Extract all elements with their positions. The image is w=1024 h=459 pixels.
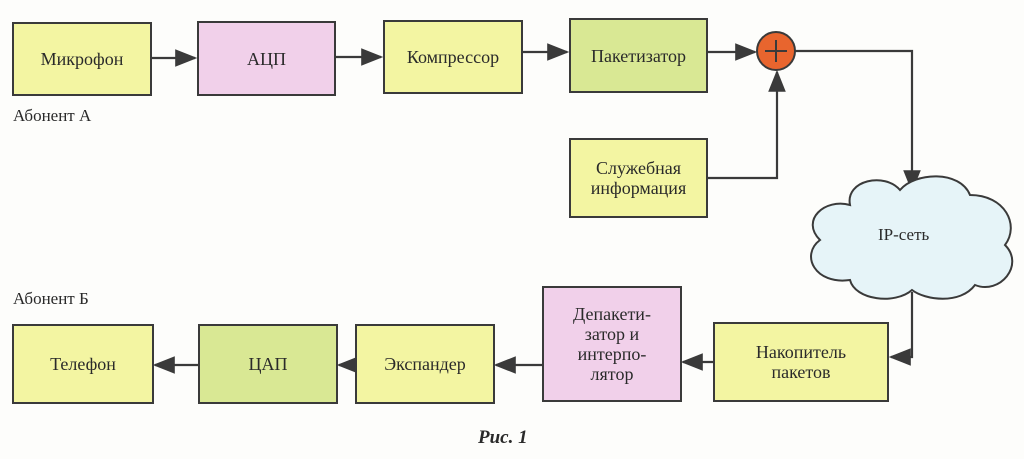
block-packetizer: Пакетизатор <box>569 18 708 93</box>
block-expander: Экспандер <box>355 324 495 404</box>
block-phone: Телефон <box>12 324 154 404</box>
arrow-service-adder <box>707 69 786 180</box>
block-depacketizer: Депакети-затор и интерпо-лятор <box>542 286 682 402</box>
block-compressor: Компрессор <box>383 20 523 94</box>
block-microphone: Микрофон <box>12 22 152 96</box>
block-adc: АЦП <box>197 21 336 96</box>
figure-caption: Рис. 1 <box>478 427 528 448</box>
block-packet-buffer: Накопитель пакетов <box>713 322 889 402</box>
label-subscriber-b: Абонент Б <box>13 289 89 308</box>
label-ip-network: IP-сеть <box>878 225 930 244</box>
block-service-info: Служебная информация <box>569 138 708 218</box>
arrow-network-buffer <box>888 292 914 366</box>
adder-icon <box>756 31 796 71</box>
arrow-adder-network <box>795 49 921 193</box>
cloud-icon <box>810 175 1014 300</box>
label-subscriber-a: Абонент А <box>13 106 92 125</box>
block-dac: ЦАП <box>198 324 338 404</box>
